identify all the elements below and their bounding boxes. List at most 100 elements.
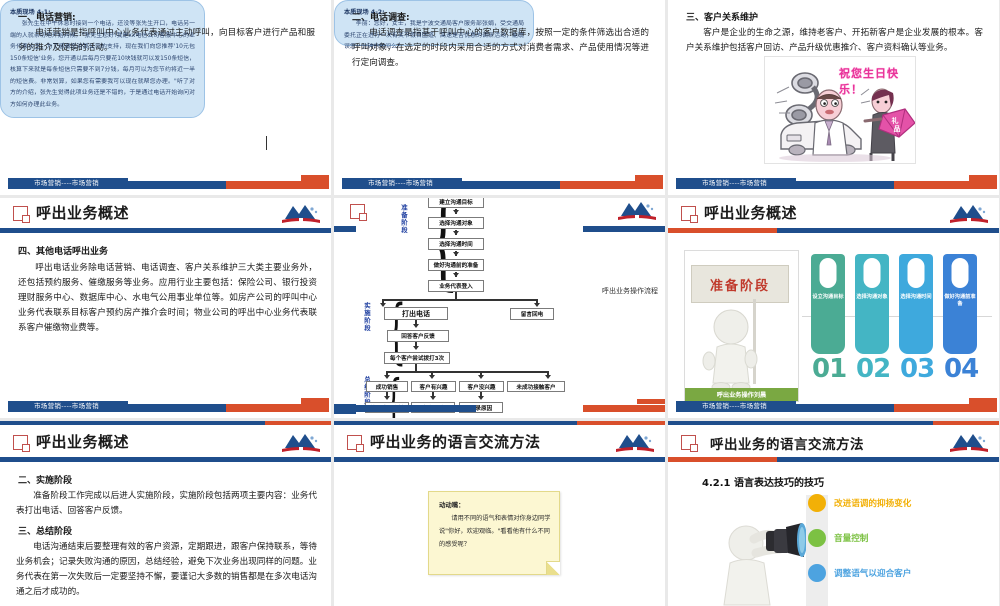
footer-orange-tab <box>969 398 997 404</box>
footer-orange-bar <box>226 404 329 412</box>
flow-box-callback[interactable]: 留言回电 <box>510 308 554 320</box>
bullet-label-2: 音量控制 <box>834 534 869 544</box>
footer-blue-block <box>676 401 796 412</box>
cartoon-caption: 祝您生日快乐！ <box>839 67 899 96</box>
flow-box-prepare-5[interactable]: 业务代表登入 <box>428 280 484 292</box>
flow-line <box>455 251 457 256</box>
tag-hole <box>951 258 969 288</box>
slide-6[interactable]: 呼出业务概述 准备阶段 <box>668 198 999 418</box>
3d-figure-icon <box>702 309 758 391</box>
text-caret <box>266 136 267 150</box>
slide-1-footer <box>0 175 331 189</box>
slide-6-header: 呼出业务概述 <box>668 198 999 238</box>
slide-4-header: 呼出业务概述 <box>0 198 331 238</box>
tag-label-3: 选择沟通时间 <box>900 294 932 300</box>
header-rule <box>0 228 331 233</box>
slide-4-title: 呼出业务概述 <box>36 204 130 222</box>
slide-8[interactable]: 呼出业务的语言交流方法 动动嘴： 请用不同的语气和表情对你身边同学说"你好，欢迎… <box>334 421 665 606</box>
brand-logo-icon <box>947 431 991 455</box>
slide-7-title: 呼出业务概述 <box>36 433 130 451</box>
footer-orange-tab <box>969 175 997 181</box>
arrow-down <box>413 346 419 350</box>
flow-line <box>382 299 384 305</box>
header-rule-left <box>334 226 356 232</box>
footer-text: 市场营销----市场营销 <box>702 179 767 187</box>
flow-box-outcome-2[interactable]: 客户有兴趣 <box>411 381 456 392</box>
flow-line <box>415 320 417 326</box>
sticky-note: 动动嘴： 请用不同的语气和表情对你身边同学说"你好，欢迎观临。"看看他有什么不同… <box>428 491 560 575</box>
footer-blue-bar <box>356 405 476 412</box>
flow-box-outcome-3[interactable]: 客户没兴趣 <box>459 381 504 392</box>
top-edge-orange <box>933 421 999 425</box>
slide-7-header: 呼出业务概述 <box>0 427 331 467</box>
slide-1[interactable]: 一、电话营销: 电话营销是指呼叫中心业务代表通过主动呼叫，向目标客户进行产品和服… <box>0 0 331 195</box>
tag-card-2[interactable]: 选择沟通对象 <box>855 254 889 354</box>
flow-line <box>415 364 417 372</box>
brand-logo-icon <box>613 431 657 455</box>
footer-orange-bar <box>894 181 997 189</box>
slide-5[interactable]: 呼出业务操作流程 准备阶段 实施阶段 总结阶段 { { { 建立沟通目标 选择沟… <box>334 198 665 418</box>
brand-logo-icon <box>279 202 323 226</box>
slide-7-body-2: 电话沟通结束后要整理有效的客户资源，定期跟进，跟客户保持联系，等待业务机会；记录… <box>16 542 317 598</box>
header-rule <box>668 228 999 233</box>
tag-card-1[interactable]: 设立沟通目标 <box>811 254 845 354</box>
tag-card-3[interactable]: 选择沟通时间 <box>899 254 933 354</box>
flow-box-outcome-4[interactable]: 未成功接触客户 <box>507 381 565 392</box>
square-outline-icon <box>350 204 367 221</box>
slide-7-body-1: 准备阶段工作完成以后进人实施阶段，实施阶段包括两项主要内容：业务代表打出电话、回… <box>16 491 317 517</box>
arrow-down <box>383 375 390 379</box>
flow-line <box>432 392 434 398</box>
footer-blue-block <box>334 404 356 414</box>
square-outline-icon <box>13 435 30 452</box>
sign-board: 准备阶段 <box>691 265 789 303</box>
slide-4-footer <box>0 398 331 412</box>
callout-body: 张先生在中午休息时接到一个电话，还没等张先生开口，电话另一端的人就亲切地开始问候… <box>10 21 195 108</box>
sticky-fold-corner <box>546 561 560 575</box>
footer-blue-bar <box>118 404 226 412</box>
arrow-down <box>544 375 551 379</box>
footer-blue-block <box>342 178 462 189</box>
tag-number-4: 04 <box>944 354 979 384</box>
figure-caption: 呼出业务操作刘晨 <box>685 388 798 401</box>
arrow-down <box>477 375 484 379</box>
tag-label-2: 选择沟通对象 <box>856 294 888 300</box>
callout-title: 本质现场 4-2: <box>344 9 385 16</box>
slide-9[interactable]: 呼出业务的语言交流方法 4.2.1 语言表达技巧的技巧 <box>668 421 999 606</box>
flow-line <box>455 272 457 277</box>
slide-2-callout: 本质现场 4-2: 李丽：您好，女士，我是宁波交通局客户服务部张娟，受交通局委托… <box>334 0 534 50</box>
footer-text: 市场营销----市场营销 <box>34 402 99 410</box>
tag-card-4[interactable]: 做好沟通前准备 <box>943 254 977 354</box>
top-edge-orange <box>577 421 665 425</box>
flow-line <box>415 342 417 348</box>
flow-line <box>386 392 388 398</box>
3d-figure-binoculars-icon <box>723 523 806 606</box>
flow-box-prepare-2[interactable]: 选择沟通对象 <box>428 217 484 229</box>
bullet-label-1: 改进语调的抑扬变化 <box>834 499 912 509</box>
slide-2[interactable]: 二、电话调查: 电话调查是指基于呼叫中心的客户数据库，按照一定的条件筛选出合适的… <box>334 0 665 195</box>
brand-logo-icon <box>947 202 991 226</box>
slide-8-title: 呼出业务的语言交流方法 <box>370 433 541 451</box>
footer-text: 市场营销----市场营销 <box>34 179 99 187</box>
flow-box-prepare-3[interactable]: 选择沟通时间 <box>428 238 484 250</box>
footer-blue-bar <box>786 181 894 189</box>
flow-box-prepare-1[interactable]: 建立沟通目标 <box>428 198 484 208</box>
bullet-dot-1 <box>808 494 826 512</box>
slide-4[interactable]: 呼出业务概述 四、其他电话呼出业务 呼出电话业务除电话营销、电话调查、客户关系维… <box>0 198 331 418</box>
slide-6-title: 呼出业务概述 <box>704 204 798 222</box>
flow-box-implement-3[interactable]: 每个客户尝试拨打3次 <box>384 352 450 364</box>
slide-3-footer <box>668 175 999 189</box>
arrow-down <box>379 303 386 307</box>
footer-blue-bar <box>786 404 894 412</box>
tag-number-3: 03 <box>900 354 935 384</box>
flow-box-prepare-4[interactable]: 做好沟通前的准备 <box>428 259 484 271</box>
arrow-down <box>477 396 484 400</box>
sign-pole <box>753 299 756 384</box>
slide-7[interactable]: 呼出业务概述 二、实施阶段 准备阶段工作完成以后进人实施阶段，实施阶段包括两项主… <box>0 421 331 606</box>
flow-box-implement-1[interactable]: 打出电话 <box>384 307 448 320</box>
slide-3[interactable]: 三、客户关系维护 客户是企业的生命之源，维持老客户、开拓新客户是企业发展的根本。… <box>668 0 999 195</box>
arrow-down <box>533 303 540 307</box>
tag-hole <box>819 258 837 288</box>
flow-box-outcome-1[interactable]: 成功销售 <box>366 381 408 392</box>
flow-box-implement-2[interactable]: 回答客户反馈 <box>387 330 449 342</box>
